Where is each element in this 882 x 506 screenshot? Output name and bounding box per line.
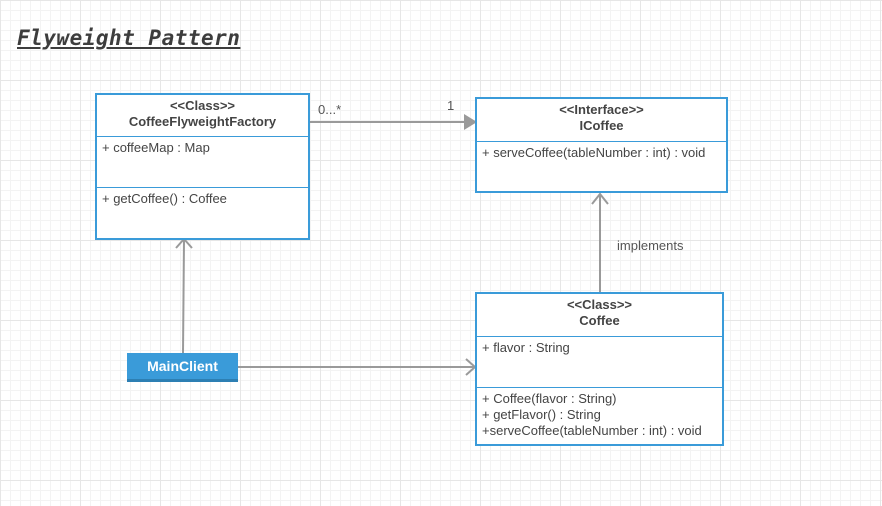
implements-arrowhead — [591, 192, 609, 205]
class-header: <<Class>> CoffeeFlyweightFactory — [97, 95, 308, 137]
attribute: + coffeeMap : Map — [102, 140, 210, 155]
methods-section: + getCoffee() : Coffee — [97, 188, 308, 210]
class-name: CoffeeFlyweightFactory — [128, 114, 277, 129]
attribute: + flavor : String — [482, 340, 570, 355]
class-stereotype: <<Interface>> — [559, 102, 644, 117]
method: + Coffee(flavor : String) — [482, 391, 617, 406]
client-to-factory-line[interactable] — [182, 239, 185, 354]
attributes-section: + flavor : String — [477, 337, 722, 388]
method: +serveCoffee(tableNumber : int) : void — [482, 423, 702, 438]
target-multiplicity-label: 1 — [447, 98, 455, 113]
attributes-section: + coffeeMap : Map — [97, 137, 308, 188]
method: + getCoffee() : Coffee — [102, 191, 227, 206]
implements-label: implements — [617, 238, 684, 253]
main-client-actor[interactable]: MainClient — [127, 353, 238, 382]
class-stereotype: <<Class>> — [169, 98, 236, 113]
source-multiplicity-label: 0...* — [318, 102, 342, 117]
method: + getFlavor() : String — [482, 407, 601, 422]
diagram-title: Flyweight Pattern — [17, 26, 241, 50]
interface-icoffee[interactable]: <<Interface>> ICoffee + serveCoffee(tabl… — [475, 97, 728, 193]
class-coffee-flyweight-factory[interactable]: <<Class>> CoffeeFlyweightFactory + coffe… — [95, 93, 310, 240]
methods-section: + Coffee(flavor : String) + getFlavor() … — [477, 388, 722, 442]
attributes-section: + serveCoffee(tableNumber : int) : void — [477, 142, 726, 164]
class-name: ICoffee — [579, 118, 624, 133]
class-stereotype: <<Class>> — [566, 297, 633, 312]
factory-to-icoffee-arrowhead — [464, 114, 477, 130]
class-coffee[interactable]: <<Class>> Coffee + flavor : String + Cof… — [475, 292, 724, 446]
attribute: + serveCoffee(tableNumber : int) : void — [482, 145, 706, 160]
class-header: <<Interface>> ICoffee — [477, 99, 726, 142]
class-name: Coffee — [579, 313, 620, 328]
class-header: <<Class>> Coffee — [477, 294, 722, 337]
